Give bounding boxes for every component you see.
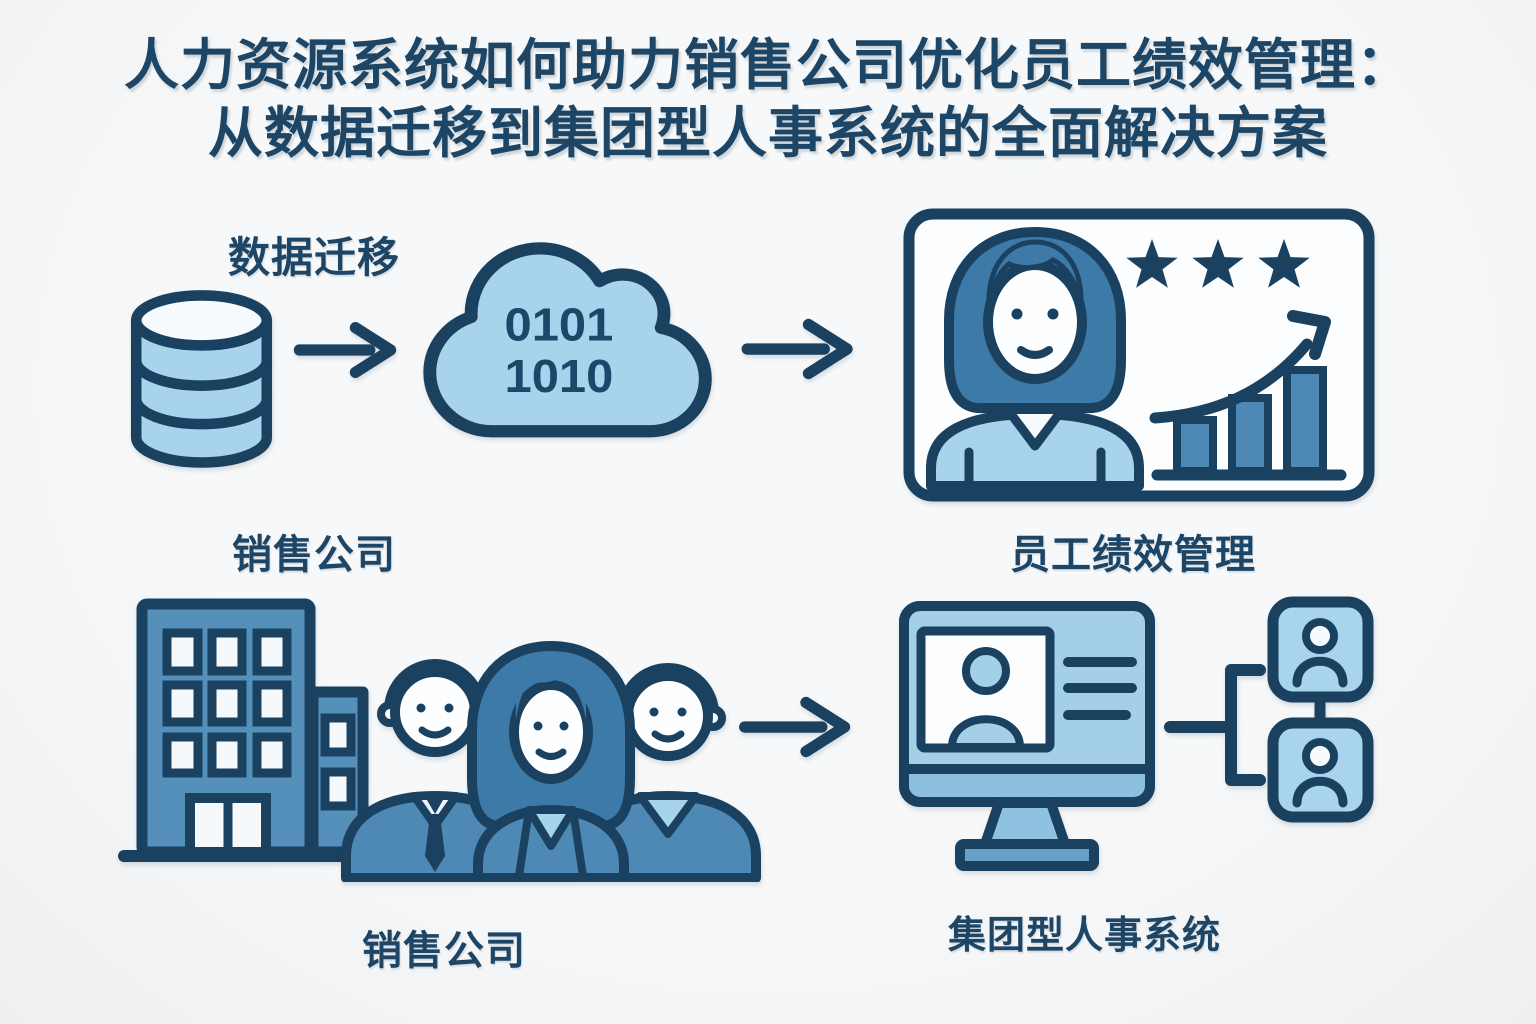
arrow-right-icon [293,318,405,382]
cloud-binary-line1: 0101 [505,300,614,352]
title-line-1: 人力资源系统如何助力销售公司优化员工绩效管理： [123,34,1412,96]
female-employee-avatar [926,227,1144,491]
employees-group-icon [338,620,774,882]
arrow-right-icon [733,692,865,762]
org-person-box-top [1267,596,1374,703]
arrow-right-icon [733,314,870,384]
female-employee-middle [467,641,635,882]
org-chart-icon [1150,592,1380,832]
cloud-binary-line2: 1010 [505,351,614,403]
label-sales-company-top: 销售公司 [232,533,396,577]
label-data-migration: 数据迁移 [228,234,401,281]
growth-bar-chart-icon [1149,310,1347,481]
cloud-data-icon: 0101 1010 [423,231,713,451]
database-icon [123,282,280,474]
monitor-profile-icon [898,598,1160,873]
org-person-box-bottom [1267,717,1374,823]
performance-card [903,208,1375,502]
label-sales-company-bottom: 销售公司 [362,929,526,973]
three-star-rating-icon [1126,239,1310,288]
label-employee-performance: 员工绩效管理 [1010,533,1256,577]
label-group-hr-system: 集团型人事系统 [948,915,1222,957]
title-line-2: 从数据迁移到集团型人事系统的全面解决方案 [207,102,1328,164]
page-title: 人力资源系统如何助力销售公司优化员工绩效管理： 从数据迁移到集团型人事系统的全面… [0,34,1536,164]
